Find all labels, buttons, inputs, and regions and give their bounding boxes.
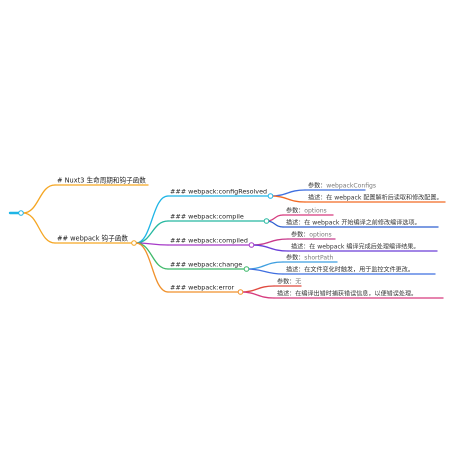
hook-edge (135, 220, 169, 244)
leaf-label[interactable]: 参数：shortPath (286, 254, 333, 262)
leaf-key: 参数： (286, 207, 304, 215)
leaf-label[interactable]: 参数：options (291, 231, 332, 239)
leaf-value: webpackConfigs (326, 183, 376, 190)
leaf-edge (245, 261, 284, 270)
leaf-edge (245, 268, 284, 275)
root-branch-edge (22, 184, 56, 214)
leaf-value: shortPath (304, 255, 333, 262)
leaf-edge (239, 291, 275, 299)
hook-label[interactable]: ### webpack:configResolved (170, 188, 267, 196)
hook-collapse-dot[interactable] (263, 218, 270, 224)
hook-label[interactable]: ### webpack:compile (170, 213, 244, 221)
leaf-value: 在文件变化时触发，用于监控文件更改。 (304, 266, 414, 274)
leaf-value: 在 webpack 配置解析后读取和修改配置。 (326, 194, 442, 202)
leaf-label[interactable]: 参数：options (286, 207, 327, 215)
leaf-value: 在编译出错时捕获错误信息，以便错误处理。 (295, 290, 417, 298)
leaf-key: 描述： (286, 219, 304, 227)
leaf-edge (250, 244, 289, 252)
hook-edge (135, 242, 169, 293)
leaf-label[interactable]: 参数：无 (277, 278, 301, 286)
leaf-value: options (309, 232, 331, 239)
leaf-edge (250, 238, 289, 246)
leaf-value: 在 webpack 开始编译之前修改编译选项。 (304, 219, 420, 227)
leaf-key: 描述： (277, 290, 295, 298)
branch-label[interactable]: ## webpack 钩子函数 (57, 234, 128, 243)
hook-collapse-dot[interactable] (248, 242, 255, 248)
hook-label[interactable]: ### webpack:change (170, 261, 242, 269)
hook-edge (135, 195, 169, 244)
leaf-label[interactable]: 描述：在 webpack 配置解析后读取和修改配置。 (308, 194, 443, 202)
leaf-label[interactable]: 描述：在 webpack 开始编译之前修改编译选项。 (286, 219, 421, 227)
leaf-key: 参数： (286, 254, 304, 262)
leaf-key: 描述： (308, 194, 326, 202)
leaf-key: 描述： (291, 243, 309, 251)
leaf-edge (269, 195, 306, 203)
leaf-key: 参数： (308, 182, 326, 190)
root-branch-edge (22, 212, 56, 244)
hook-edge (135, 242, 169, 270)
leaf-label[interactable]: 描述：在文件变化时触发，用于监控文件更改。 (286, 266, 414, 274)
hook-collapse-dot[interactable] (243, 266, 250, 272)
branch-label[interactable]: # Nuxt3 生命周期和钩子函数 (57, 176, 146, 185)
leaf-edge (239, 285, 275, 293)
leaf-label[interactable]: 描述：在 webpack 编译完成后处理编译结果。 (291, 243, 419, 251)
hook-label[interactable]: ### webpack:compiled (170, 237, 248, 245)
mind-map-nodes: # Nuxt3 生命周期和钩子函数 ## webpack 钩子函数 ### webp… (8, 176, 443, 298)
mind-map-edges (22, 184, 446, 299)
leaf-key: 参数： (291, 231, 309, 239)
leaf-label[interactable]: 参数：webpackConfigs (308, 182, 376, 190)
leaf-key: 描述： (286, 266, 304, 274)
hook-collapse-dot[interactable] (237, 289, 244, 295)
hook-label[interactable]: ### webpack:error (170, 284, 234, 292)
leaf-key: 参数： (277, 278, 295, 286)
leaf-edge (269, 189, 306, 197)
hook-collapse-dot[interactable] (267, 193, 274, 199)
branch-collapse-dot[interactable] (131, 240, 137, 246)
leaf-value: 无 (295, 279, 301, 286)
root-collapse-dot[interactable] (18, 210, 24, 216)
leaf-value: 在 webpack 编译完成后处理编译结果。 (309, 243, 419, 251)
leaf-value: options (304, 208, 326, 215)
leaf-label[interactable]: 描述：在编译出错时捕获错误信息，以便错误处理。 (277, 290, 417, 298)
